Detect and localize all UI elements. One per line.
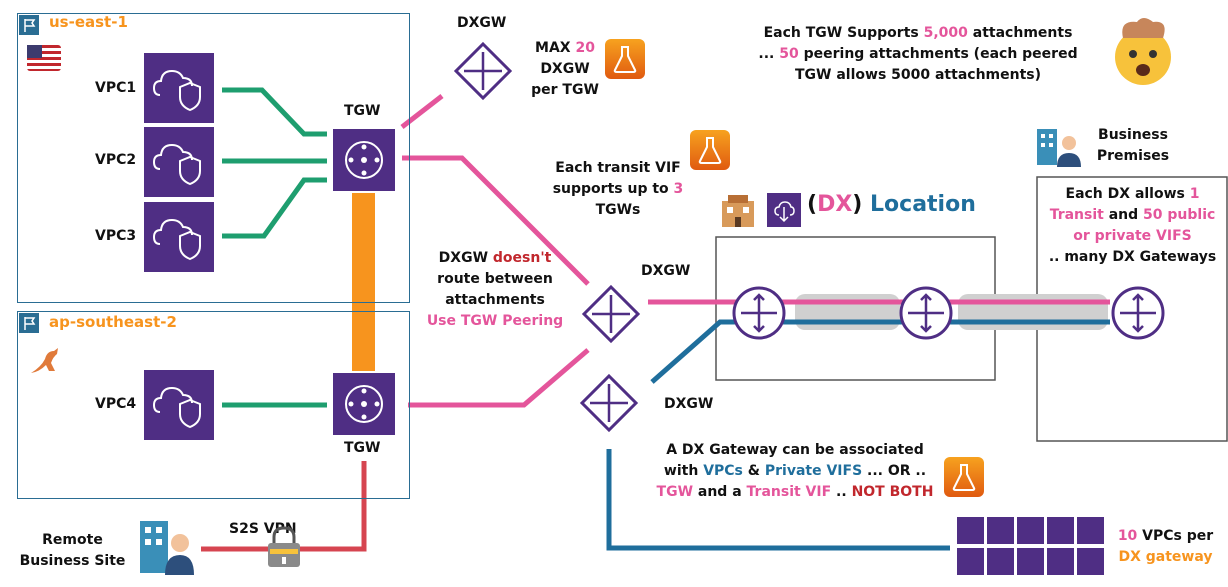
vpc-icon: [144, 53, 214, 123]
vpc-icon: [144, 370, 214, 440]
region-label-us-east-1: us-east-1: [49, 13, 128, 31]
vpc4-label: VPC4: [95, 396, 137, 412]
vpc3-label: VPC3: [95, 228, 137, 244]
vpc-icon: [987, 547, 1014, 575]
vpn-line: [201, 461, 367, 552]
vpc1-link: [222, 87, 327, 137]
vpc-grid: [957, 517, 1104, 575]
vpc-icon: [1077, 517, 1104, 544]
business-premises-label: Business Premises: [1096, 127, 1170, 164]
vpc-icon: [144, 127, 214, 197]
transit-gateway-icon: [333, 129, 395, 191]
dxgw-to-vpcs-line: [606, 449, 950, 551]
tgw-peering-link: [352, 193, 375, 371]
us-flag-icon: [27, 45, 61, 71]
tgw-to-top-dxgw: [400, 94, 444, 129]
beaker-icon: [944, 457, 984, 497]
tgw1-label: TGW: [344, 103, 381, 119]
tgw2-to-dxgw: [408, 348, 590, 408]
region-us-east-1: [17, 13, 410, 303]
tgw1-to-dxgw: [402, 155, 590, 286]
vpc2-label: VPC2: [95, 152, 137, 168]
vpc-icon: [144, 202, 214, 272]
flag-icon: [19, 15, 39, 35]
vpc-icon: [987, 517, 1014, 544]
dxgw-route-note: DXGW doesn't route between attachments U…: [426, 250, 564, 329]
max-dxgw-note: MAX 20 DXGW per TGW: [531, 40, 599, 98]
cross-connect-1: [795, 294, 900, 330]
vpc3-link: [222, 177, 327, 239]
vpc-icon: [1047, 547, 1074, 575]
dxgw-middle-label: DXGW: [641, 263, 691, 279]
tgw-supports-note: Each TGW Supports 5,000 attachments ... …: [758, 25, 1078, 83]
vpc-icon: [1047, 517, 1074, 544]
transit-gateway-icon: [333, 373, 395, 435]
vpc-icon: [1017, 517, 1044, 544]
vpc-per-dxgw-note: 10 VPCs per DX gateway: [1117, 528, 1214, 565]
private-vif-line: [650, 319, 1110, 384]
dx-association-note: A DX Gateway can be associated with VPCs…: [656, 442, 934, 500]
transit-vif-note: Each transit VIF supports up to 3 TGWs: [552, 160, 684, 218]
dx-allows-note: Each DX allows 1 Transit and 50 public o…: [1048, 186, 1217, 265]
s2s-vpn-label: S2S VPN: [229, 521, 297, 537]
vpc-icon: [1017, 547, 1044, 575]
vpc-icon: [957, 517, 984, 544]
beaker-icon: [605, 39, 645, 79]
region-label-ap-southeast-2: ap-southeast-2: [49, 313, 177, 331]
vpc-icon: [1077, 547, 1104, 575]
flag-icon: [19, 313, 39, 333]
region-ap-southeast-2: [17, 311, 410, 499]
vpc-icon: [957, 547, 984, 575]
tgw2-label: TGW: [344, 440, 381, 456]
vpc1-label: VPC1: [95, 80, 137, 96]
dx-location-icon: [767, 193, 801, 227]
remote-site-label: Remote Business Site: [19, 532, 126, 569]
dxgw-bottom-label: DXGW: [664, 396, 714, 412]
dxgw-top-label: DXGW: [457, 15, 507, 31]
cross-connect-2: [958, 294, 1108, 330]
beaker-icon: [690, 130, 730, 170]
dx-location-title: (DX) Location: [807, 192, 976, 217]
